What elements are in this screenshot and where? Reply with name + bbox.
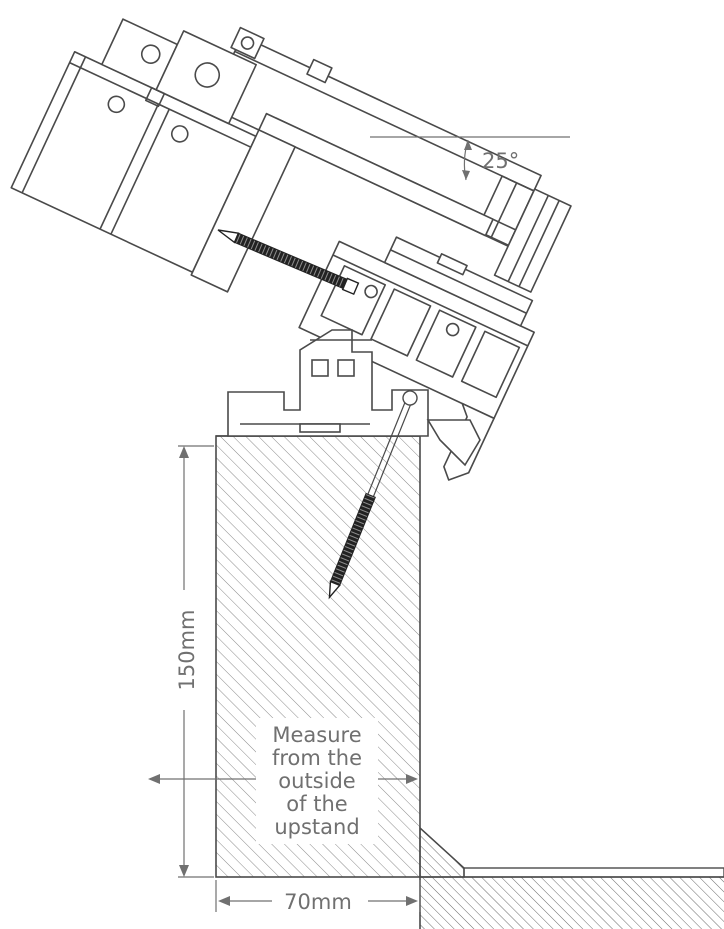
deck-upper-layer xyxy=(463,867,724,878)
note-background xyxy=(256,718,378,844)
height-label: 150mm xyxy=(175,610,199,691)
kerb-fixing-screw xyxy=(328,390,418,600)
note-line: of the xyxy=(286,792,347,816)
upstand-fillet xyxy=(419,826,465,878)
roof-deck xyxy=(419,826,724,929)
kerb-base-profile xyxy=(227,329,481,467)
angle-label: 25° xyxy=(482,149,519,173)
measure-note: Measure from the outside of the upstand xyxy=(272,723,362,839)
note-line: Measure xyxy=(272,723,361,747)
height-dimension xyxy=(178,445,214,878)
note-line: from the xyxy=(272,746,362,770)
frame-fixing-screw xyxy=(217,229,360,296)
deck-hatch xyxy=(420,877,724,929)
upstand xyxy=(215,435,421,878)
note-line: upstand xyxy=(274,815,359,839)
width-dimension xyxy=(215,880,421,912)
measure-arrow xyxy=(148,774,418,784)
angle-indicator xyxy=(370,136,570,181)
note-line: outside xyxy=(278,769,355,793)
width-label: 70mm xyxy=(284,890,352,914)
